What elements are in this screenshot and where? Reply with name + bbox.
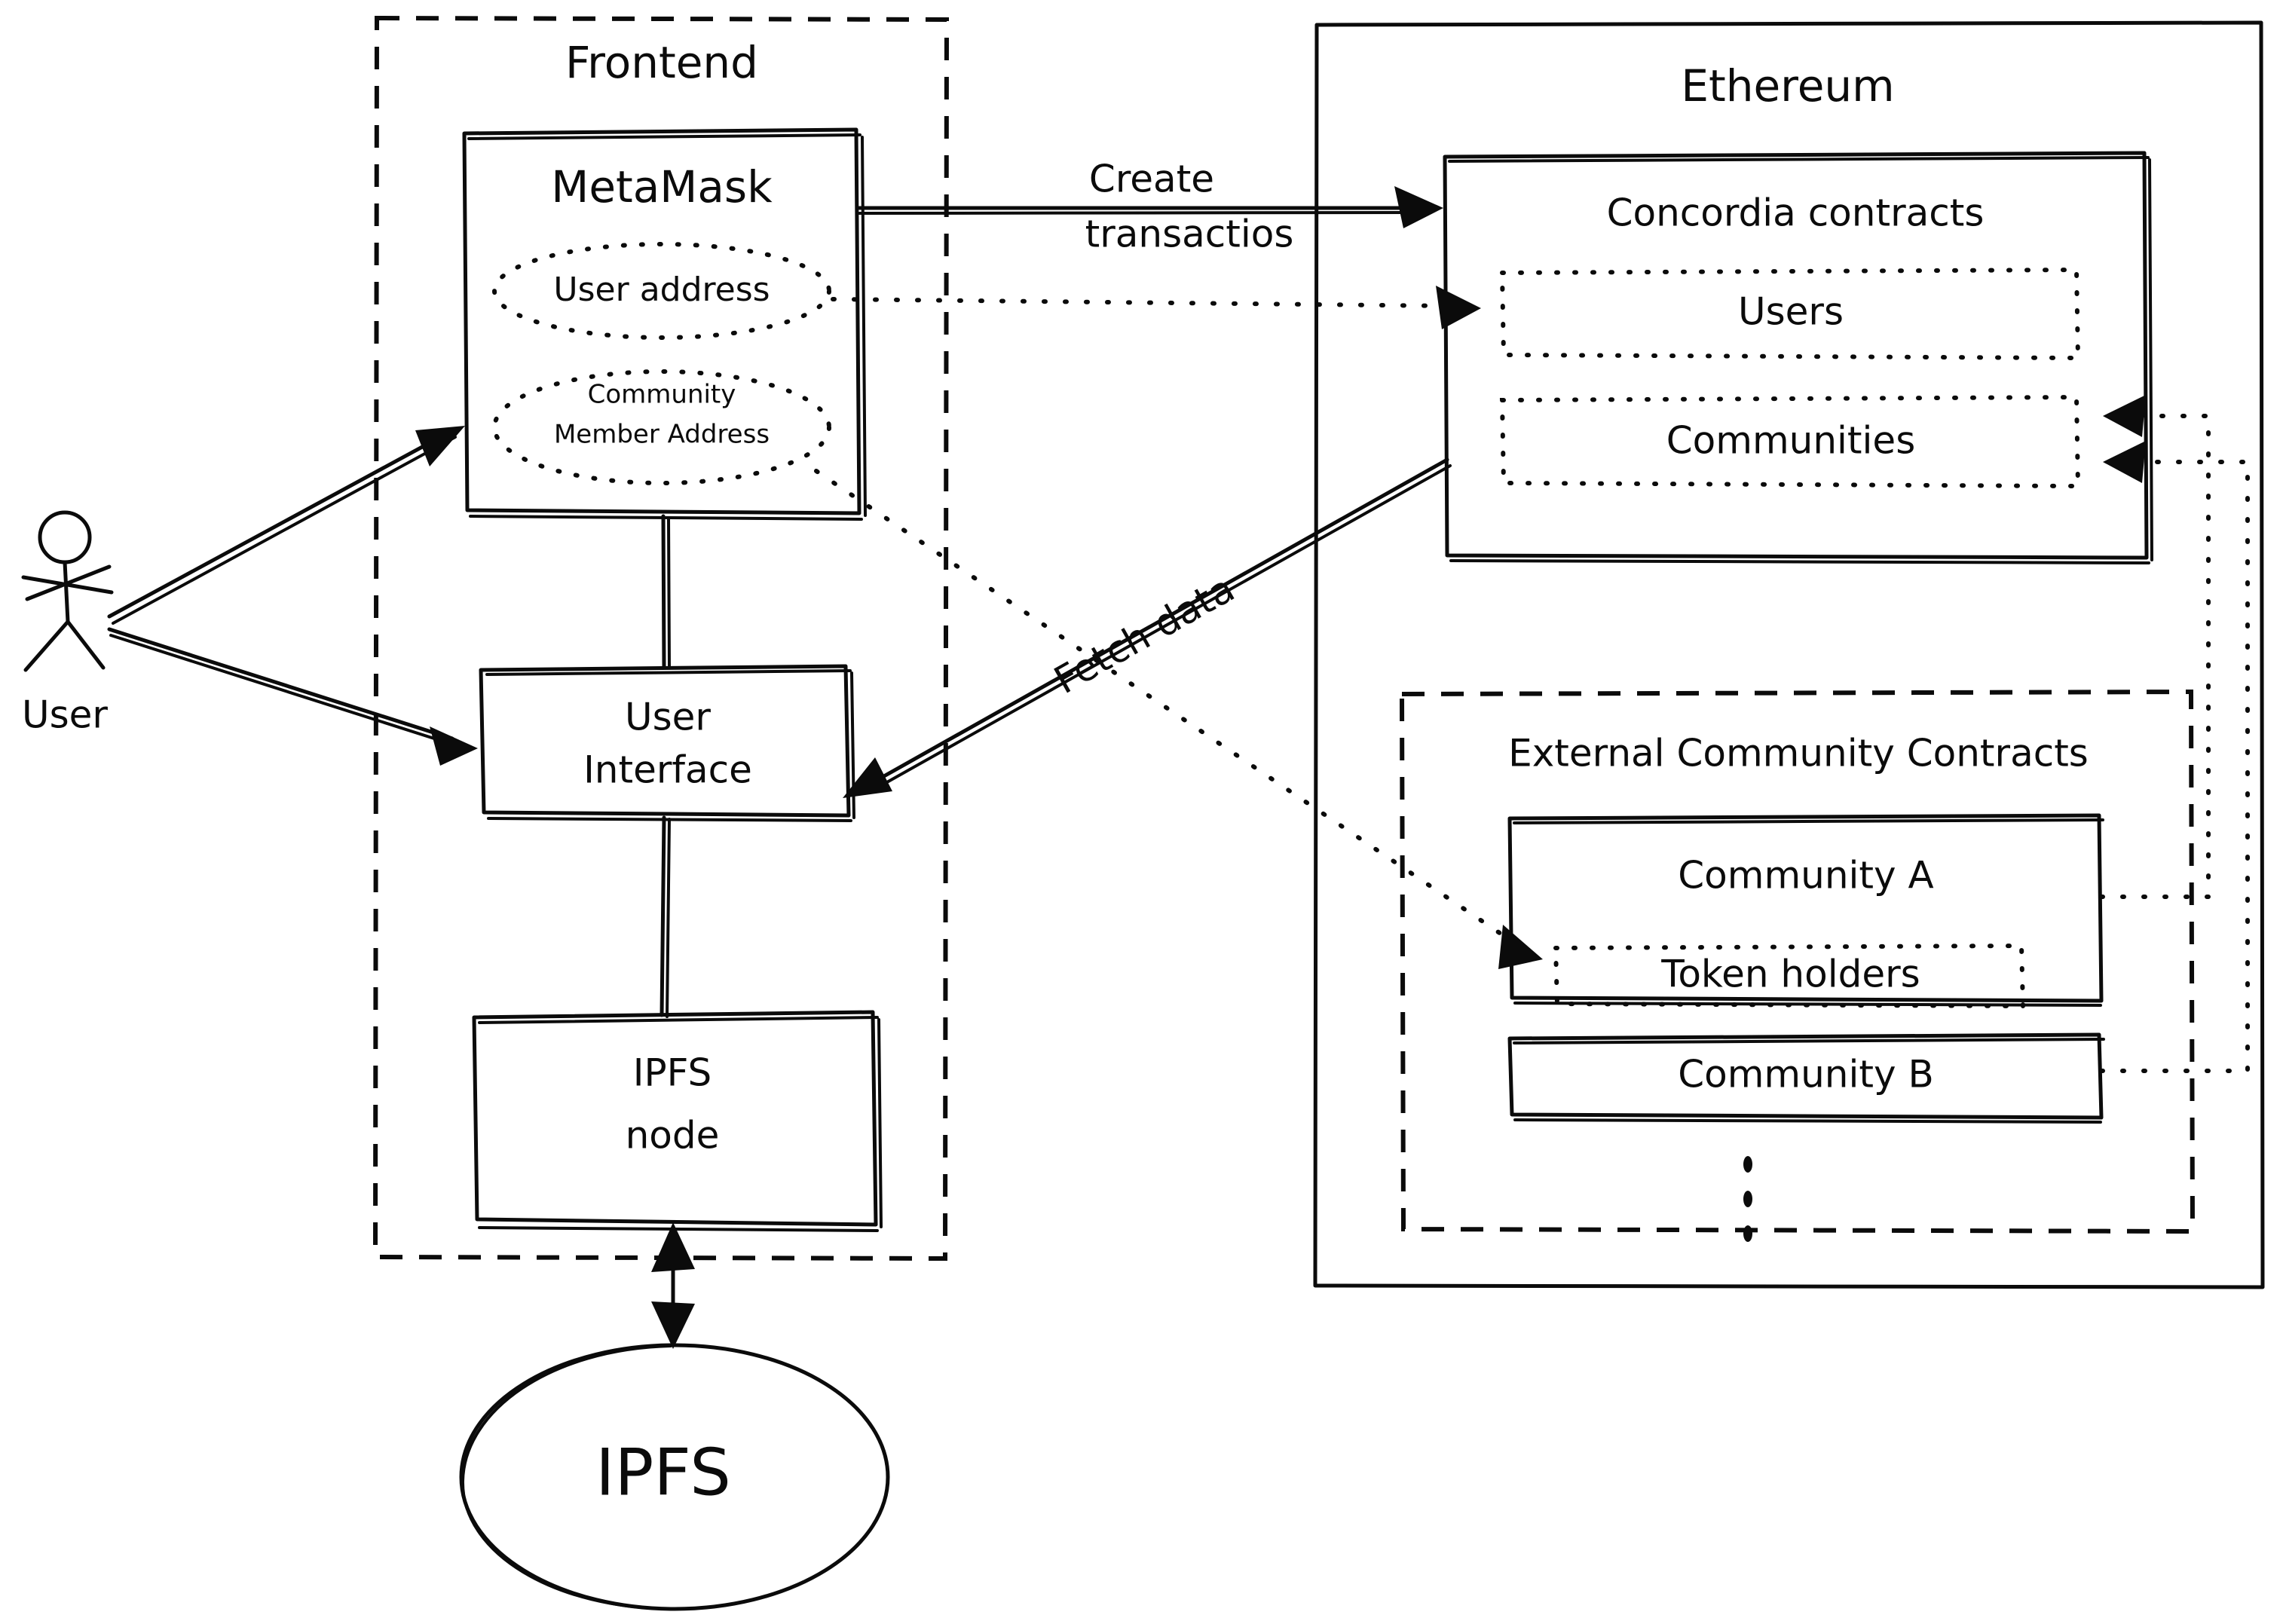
external-community-contracts-group <box>1399 689 2196 1234</box>
user-interface-box <box>479 664 851 818</box>
edge-user-address-to-users <box>831 286 1481 329</box>
user-actor-label: User <box>22 693 108 737</box>
ipfs-node-box <box>472 1010 878 1227</box>
community-member-address-label-line1: Community <box>588 380 736 410</box>
edge-metamask-to-user-interface <box>661 514 671 669</box>
token-holders-label: Token holders <box>1660 953 1920 996</box>
ethereum-label: Ethereum <box>1681 60 1894 112</box>
continuation-ellipsis-icon <box>1743 1156 1752 1242</box>
ipfs-node-group <box>472 1010 883 1232</box>
external-community-contracts-boundary <box>1399 689 2196 1234</box>
community-b-label: Community B <box>1678 1053 1934 1096</box>
community-a-group <box>1507 813 2104 1009</box>
edge-user-to-metamask <box>107 426 465 625</box>
contract-item-users-label: Users <box>1738 290 1844 334</box>
community-member-address-label-line2: Member Address <box>554 420 770 450</box>
ipfs-node-label-line1: IPFS <box>633 1051 712 1095</box>
edge-community-member-to-token-holders <box>814 469 1543 969</box>
concordia-contracts-label: Concordia contracts <box>1607 191 1985 235</box>
metamask-group <box>462 127 867 521</box>
user-interface-label-line1: User <box>625 696 711 739</box>
ipfs-node-label-line2: node <box>626 1114 720 1158</box>
concordia-contracts-group <box>1443 151 2153 564</box>
edge-label-create-transactios-line2: transactios <box>1085 213 1294 256</box>
user-interface-label-line2: Interface <box>583 748 752 792</box>
community-b-box <box>1507 1032 2104 1120</box>
edge-metamask-to-concordia <box>857 186 1443 228</box>
edge-label-fetch-data: Fetch data <box>1047 567 1241 703</box>
edge-communities-to-user-interface <box>843 457 1452 798</box>
frontend-label: Frontend <box>565 37 758 88</box>
ipfs-store-label: IPFS <box>595 1435 731 1510</box>
user-interface-group <box>479 664 855 822</box>
ipfs-node-box-sketch <box>478 1016 883 1232</box>
edge-community-b-to-communities <box>2099 441 2250 1073</box>
community-b-group <box>1507 1032 2105 1124</box>
contract-item-communities-box <box>1499 394 2081 489</box>
community-member-address-ellipse <box>492 369 831 485</box>
edge-user-to-user-interface <box>107 627 478 766</box>
external-community-contracts-label: External Community Contracts <box>1508 732 2089 775</box>
contract-item-communities-group <box>1499 394 2081 489</box>
metamask-label: MetaMask <box>551 161 773 213</box>
community-a-label: Community A <box>1678 854 1933 898</box>
token-holders-box <box>1553 943 2026 1009</box>
contract-item-communities-label: Communities <box>1666 419 1916 463</box>
concordia-contracts-box <box>1443 151 2149 560</box>
contract-item-users-box <box>1499 267 2081 361</box>
concordia-contracts-box-sketch <box>1448 156 2153 564</box>
community-b-box-sketch <box>1513 1038 2105 1124</box>
metamask-box <box>462 127 861 515</box>
edge-ipfs-node-to-ipfs <box>651 1222 695 1349</box>
frontend-group <box>372 15 950 1262</box>
edge-user-interface-to-ipfs-node <box>659 815 671 1018</box>
user-address-ellipse <box>492 242 831 340</box>
contract-item-users-group <box>1499 267 2081 361</box>
user-address-label: User address <box>553 271 770 309</box>
edge-community-a-to-communities <box>2099 395 2211 899</box>
user-actor-icon <box>21 510 114 672</box>
frontend-boundary <box>372 15 950 1262</box>
metamask-box-sketch <box>467 133 867 521</box>
ipfs-store-ellipse-sketch <box>461 1344 678 1611</box>
edge-label-create-transactios-line1: Create <box>1089 158 1214 201</box>
